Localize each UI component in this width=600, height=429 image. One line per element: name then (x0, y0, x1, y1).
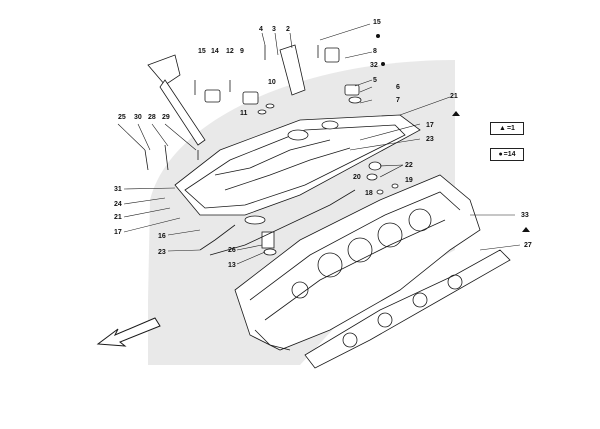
callout-29: 29 (162, 114, 170, 121)
callout-23-left: 23 (158, 249, 166, 256)
callout-4: 4 (259, 26, 263, 33)
triangle-marker-33 (522, 227, 530, 232)
callout-labels: 4 3 2 15 8 32 15 14 12 9 10 11 5 6 7 21 … (114, 19, 532, 269)
callout-6: 6 (396, 84, 400, 91)
callout-17-left: 17 (114, 229, 122, 236)
callout-32: 32 (370, 62, 378, 69)
callout-12: 12 (226, 48, 234, 55)
circle-marker-32 (381, 62, 385, 66)
legend-triangle: ▲ =1 (490, 122, 524, 135)
callout-25: 25 (118, 114, 126, 121)
callout-5: 5 (373, 77, 377, 84)
circle-marker-15 (376, 34, 380, 38)
callout-30: 30 (134, 114, 142, 121)
camshaft-cover (174, 114, 421, 216)
callout-22: 22 (405, 162, 413, 169)
callout-11: 11 (240, 110, 248, 117)
callout-9: 9 (240, 48, 244, 55)
callout-24: 24 (114, 201, 122, 208)
callout-21-top: 21 (450, 93, 458, 100)
callout-18: 18 (365, 190, 373, 197)
circle-icon: ● (498, 151, 503, 158)
callout-3: 3 (272, 26, 276, 33)
callout-20: 20 (353, 174, 361, 181)
callout-15-top: 15 (373, 19, 381, 26)
legend-triangle-text: =1 (506, 125, 515, 132)
callout-21-left: 21 (114, 214, 122, 221)
callout-19: 19 (405, 177, 413, 184)
leader-lines (117, 23, 521, 265)
direction-arrow (96, 317, 161, 347)
head-gasket (304, 249, 511, 369)
callout-markers (376, 34, 530, 232)
cylinder-head (234, 174, 481, 351)
callout-28: 28 (148, 114, 156, 121)
callout-13: 13 (228, 262, 236, 269)
callout-33: 33 (521, 212, 529, 219)
legend-circle: ● =14 (490, 148, 524, 161)
callout-26: 26 (228, 247, 236, 254)
callout-8: 8 (373, 48, 377, 55)
callout-10: 10 (268, 79, 276, 86)
ignition-coils (147, 44, 306, 146)
callout-7: 7 (396, 97, 400, 104)
callout-31: 31 (114, 186, 122, 193)
callout-15-left: 15 (198, 48, 206, 55)
small-parts (144, 45, 399, 256)
callout-23-top: 23 (426, 136, 434, 143)
triangle-marker-21 (452, 111, 460, 116)
callout-27: 27 (524, 242, 532, 249)
callout-16: 16 (158, 233, 166, 240)
triangle-icon: ▲ (499, 125, 506, 132)
callout-2: 2 (286, 26, 290, 33)
callout-17-top: 17 (426, 122, 434, 129)
callout-14: 14 (211, 48, 219, 55)
legend-circle-text: =14 (503, 151, 516, 158)
